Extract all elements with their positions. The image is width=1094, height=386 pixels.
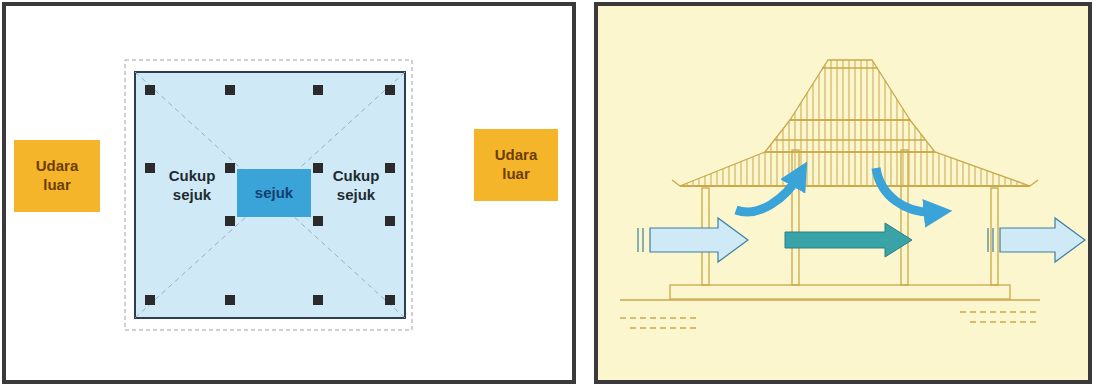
zone-label: Cukup sejuk [328,167,384,205]
floor-plan [135,72,405,318]
cool-zone-box: sejuk [237,169,311,217]
diagonals [135,72,405,318]
node-text: sejuk [255,184,293,203]
roof-outline [125,60,412,330]
columns [145,85,395,305]
node-text: Udara luar [486,146,546,184]
rising-air-arrow [736,174,800,212]
falling-air-arrow [876,168,938,212]
zone-label: Cukup sejuk [164,167,220,205]
outside-air-tag: Udara luar [474,129,558,201]
panel-frame [596,4,1090,382]
node-text: Udara luar [27,157,87,195]
wind-arrow [638,218,1085,262]
outside-air-tag: Udara luar [14,140,100,212]
panel-frame [4,4,574,382]
joglo-house [620,60,1040,328]
cool-air-arrow [785,223,912,257]
